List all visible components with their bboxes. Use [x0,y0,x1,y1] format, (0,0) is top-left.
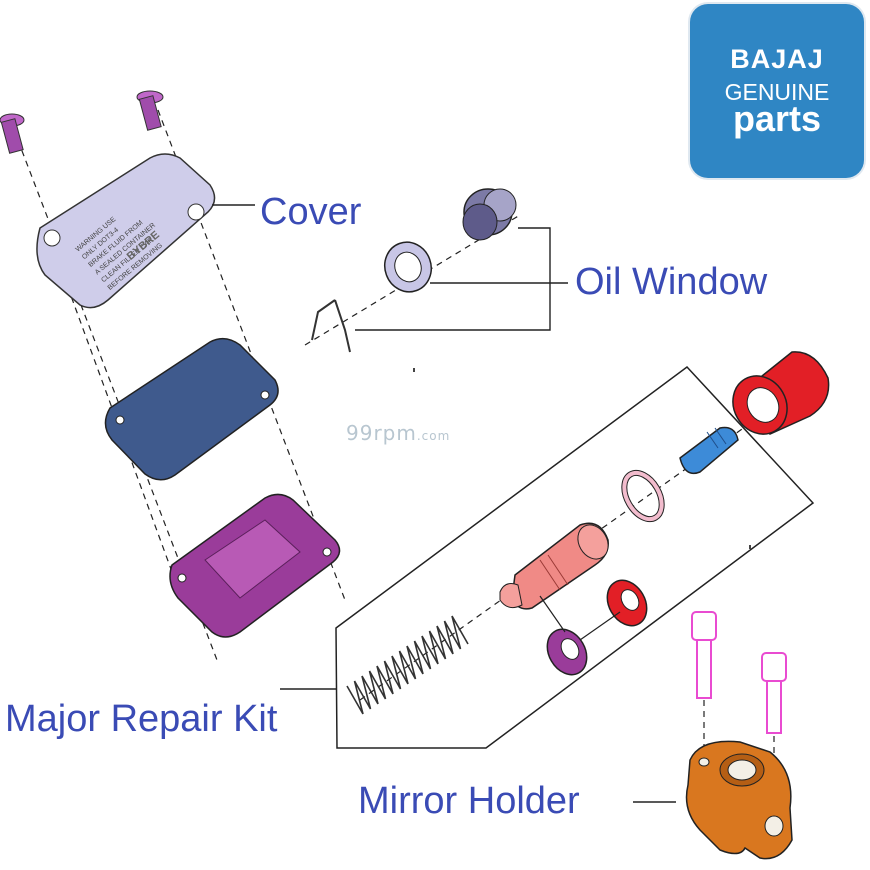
oil-window-lens [462,188,517,241]
reservoir-cover: WARNING USE ONLY DOT3-4 BRAKE FLUID FROM… [36,153,216,309]
mirror-holder-bolt-left [691,611,717,699]
piston [499,522,609,610]
label-cover: Cover [260,191,362,233]
circlip [621,469,665,523]
seal-plate [169,493,341,638]
watermark-suffix: .com [416,429,451,443]
logo-brand: BAJAJ [730,44,824,74]
site-watermark: 99rpm.com [346,421,450,445]
primary-cup-seal [606,579,648,627]
logo-genuine: GENUINE [724,79,830,105]
mirror-holder-bolt-right [761,652,787,734]
secondary-cup-seal [546,628,588,676]
cover-guide-lines [13,109,346,661]
return-spring [346,615,469,715]
logo-parts: parts [732,98,822,139]
bajaj-genuine-parts-logo: BAJAJ GENUINE parts [690,4,864,178]
oil-window-clip [311,299,351,353]
oil-window-washer [384,241,432,293]
cover-screw-right [136,90,164,131]
label-major-repair-kit: Major Repair Kit [5,698,278,740]
mirror-holder [685,740,793,860]
bolt-guides [703,700,775,770]
diaphragm [104,337,279,481]
label-oil-window: Oil Window [575,261,768,303]
push-rod-end [679,426,739,475]
label-mirror-holder: Mirror Holder [358,780,580,822]
dust-boot [732,351,830,435]
repair-kit-outline [335,365,815,749]
cover-screw-left [0,113,25,154]
watermark-main: 99rpm [346,421,417,445]
oil-window-bracket [355,227,568,331]
